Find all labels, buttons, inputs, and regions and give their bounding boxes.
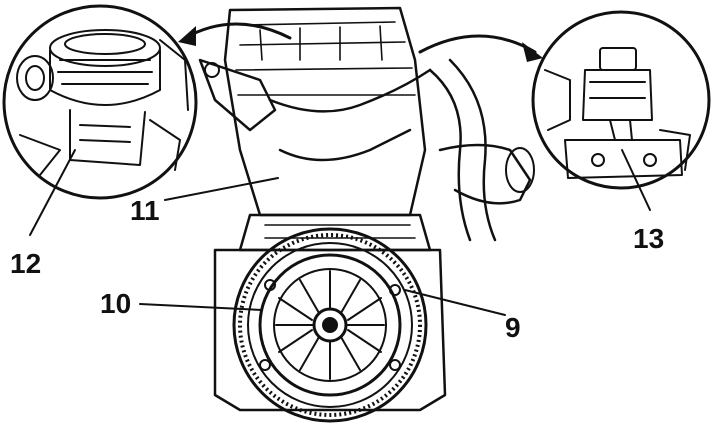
detail-circle-left (2, 4, 198, 200)
detail-circle-right (531, 10, 711, 190)
valve-assembly-right (544, 47, 691, 179)
arrow-left (178, 22, 292, 46)
engine-block (198, 6, 535, 412)
diaphragm-spring-fingers (275, 270, 385, 380)
callout-12: 12 (10, 248, 41, 279)
callout-11: 11 (130, 195, 160, 226)
callout-13: 13 (633, 223, 664, 254)
callout-9: 9 (505, 312, 521, 343)
leader-11 (164, 177, 279, 201)
leader-9 (404, 289, 506, 316)
arrow-right (418, 34, 543, 62)
leader-13 (621, 149, 651, 211)
valve-assembly-left (16, 29, 189, 176)
leader-lines (29, 149, 651, 316)
clutch-pressure-plate (258, 253, 402, 397)
flywheel (232, 227, 428, 423)
leader-12 (29, 149, 76, 236)
leader-10 (139, 303, 263, 311)
callout-10: 10 (100, 288, 131, 319)
